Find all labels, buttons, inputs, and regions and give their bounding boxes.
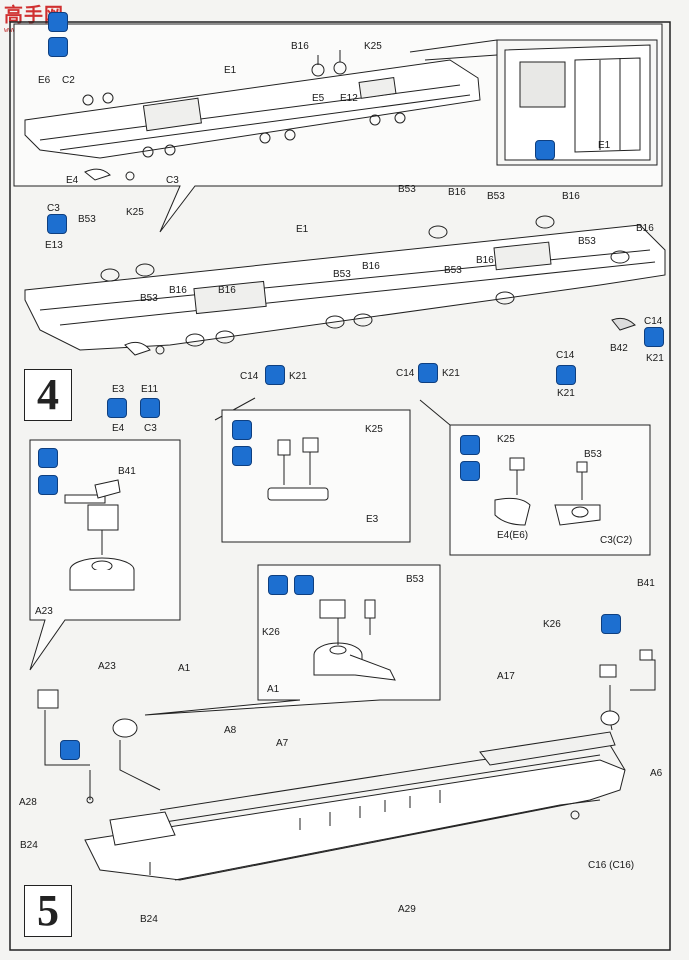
part-label: B41	[637, 578, 655, 589]
part-label: A7	[276, 738, 289, 749]
part-label: C3	[47, 203, 60, 214]
part-label: B16	[448, 187, 466, 198]
part-label: B16	[291, 41, 309, 52]
part-label: A1	[267, 684, 280, 695]
part-label: A23	[98, 661, 116, 672]
detail-box-e4-c3	[449, 424, 651, 556]
part-label: K21	[646, 353, 664, 364]
part-label: E1	[598, 140, 611, 151]
part-label: K26	[543, 619, 561, 630]
part-label: E4(E6)	[497, 530, 529, 541]
hull-assembly	[84, 731, 626, 881]
cement-icon	[47, 214, 67, 234]
part-label: A17	[497, 671, 515, 682]
part-label: B53	[333, 269, 351, 280]
part-label: B53	[78, 214, 96, 225]
part-label: A6	[650, 768, 663, 779]
cement-icon	[60, 740, 80, 760]
part-label: A28	[19, 797, 37, 808]
part-label: E12	[340, 93, 358, 104]
part-label: A29	[398, 904, 416, 915]
part-label: E1	[224, 65, 237, 76]
part-label: B53	[140, 293, 158, 304]
part-label: C14	[240, 371, 259, 382]
part-label: C3	[144, 423, 157, 434]
part-label: K25	[364, 41, 382, 52]
cement-icon	[38, 475, 58, 495]
cement-icon	[265, 365, 285, 385]
part-label: E3	[112, 384, 125, 395]
cement-icon	[140, 398, 160, 418]
paint-icon	[268, 575, 288, 595]
paint-icon	[38, 448, 58, 468]
part-label: K26	[262, 627, 280, 638]
cement-icon	[556, 365, 576, 385]
part-label: B41	[118, 466, 136, 477]
cement-icon	[48, 37, 68, 57]
part-label: B53	[444, 265, 462, 276]
part-label: B16	[562, 191, 580, 202]
part-label: B16	[362, 261, 380, 272]
paint-icon	[460, 435, 480, 455]
cement-icon	[601, 614, 621, 634]
page-frame	[9, 21, 671, 951]
part-label: B16	[169, 285, 187, 296]
paint-icon	[232, 420, 252, 440]
cement-icon	[644, 327, 664, 347]
detail-box-b53-k26-a1	[144, 564, 441, 716]
part-label: E4	[66, 175, 79, 186]
cement-icon	[535, 140, 555, 160]
part-label: C2	[62, 75, 75, 86]
part-label: B53	[406, 574, 424, 585]
cement-icon	[460, 461, 480, 481]
cement-icon	[418, 363, 438, 383]
part-label: B53	[578, 236, 596, 247]
inset-deck	[504, 44, 651, 161]
part-label: K25	[365, 424, 383, 435]
part-label: K21	[289, 371, 307, 382]
step-number-4: 4	[24, 369, 72, 421]
cement-icon	[232, 446, 252, 466]
part-label: B24	[20, 840, 38, 851]
part-label: E6	[38, 75, 51, 86]
part-label: C14	[396, 368, 415, 379]
detail-box-k25-e3	[221, 409, 411, 543]
main-deck-e1	[24, 215, 666, 356]
part-label: E3	[366, 514, 379, 525]
part-label: B24	[140, 914, 158, 925]
part-label: B53	[398, 184, 416, 195]
part-label: K21	[557, 388, 575, 399]
part-label: E1	[296, 224, 309, 235]
part-label: A23	[35, 606, 53, 617]
cement-icon	[48, 12, 68, 32]
part-label: C14	[556, 350, 575, 361]
part-label: B53	[487, 191, 505, 202]
part-label: C3	[166, 175, 179, 186]
part-label: E13	[45, 240, 63, 251]
part-label: B16	[636, 223, 654, 234]
part-label: A8	[224, 725, 237, 736]
part-label: C16 (C16)	[588, 860, 635, 871]
step-number-5: 5	[24, 885, 72, 937]
part-label: K25	[126, 207, 144, 218]
part-label: B16	[476, 255, 494, 266]
part-label: B53	[584, 449, 602, 460]
part-label: E5	[312, 93, 325, 104]
part-label: A1	[178, 663, 191, 674]
part-label: B42	[610, 343, 628, 354]
part-label: C14	[644, 316, 663, 327]
part-label: K25	[497, 434, 515, 445]
part-label: B16	[218, 285, 236, 296]
cement-icon	[107, 398, 127, 418]
top-deck-e1	[24, 50, 481, 181]
part-label: E4	[112, 423, 125, 434]
part-label: C3(C2)	[600, 535, 633, 546]
cement-icon	[294, 575, 314, 595]
part-label: E11	[141, 384, 159, 395]
part-label: K21	[442, 368, 460, 379]
